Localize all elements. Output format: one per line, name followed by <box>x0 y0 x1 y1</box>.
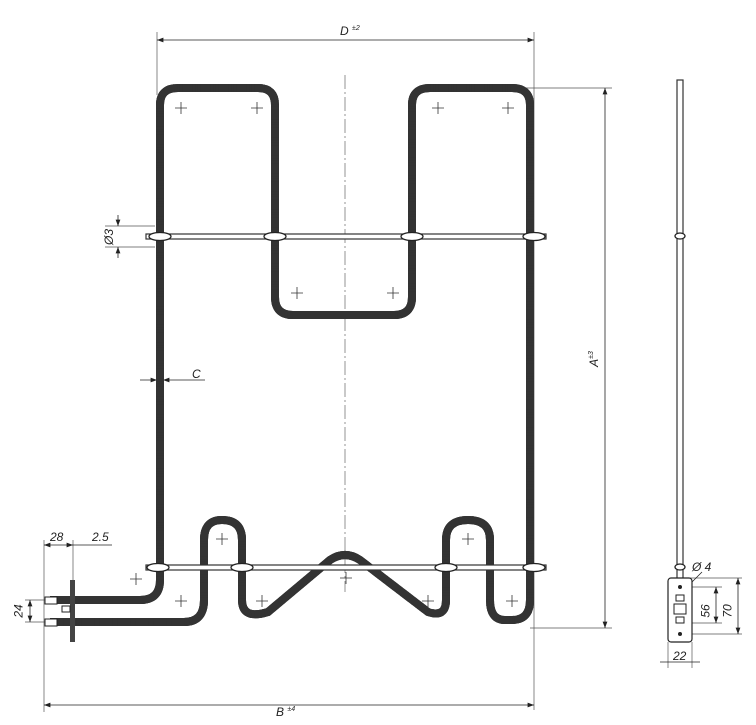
dimension-c-label: C <box>192 367 201 381</box>
dimension-lines <box>27 37 741 708</box>
terminal-length-label: 28 <box>50 530 64 544</box>
flange-offset-label: 2.5 <box>92 530 109 544</box>
heating-tube <box>50 84 534 626</box>
bracket-hole-spacing-label: 56 <box>698 604 713 618</box>
extension-lines <box>25 32 742 712</box>
bracket-height-label: 70 <box>720 604 735 618</box>
tube-diameter-label: Ø3 <box>102 228 117 246</box>
reference-marks <box>130 102 518 607</box>
side-view <box>667 79 693 643</box>
bracket-width-label: 22 <box>673 649 687 663</box>
terminal-spacing-label: 24 <box>11 604 26 618</box>
hole-diameter-label: Ø 4 <box>692 560 712 574</box>
support-bars <box>145 231 547 573</box>
dimension-b-label: B ±4 <box>276 705 296 719</box>
dimension-d-label: D ±2 <box>340 24 360 38</box>
dimension-a-label: A±3 <box>586 351 601 367</box>
terminal-assembly <box>44 580 75 642</box>
